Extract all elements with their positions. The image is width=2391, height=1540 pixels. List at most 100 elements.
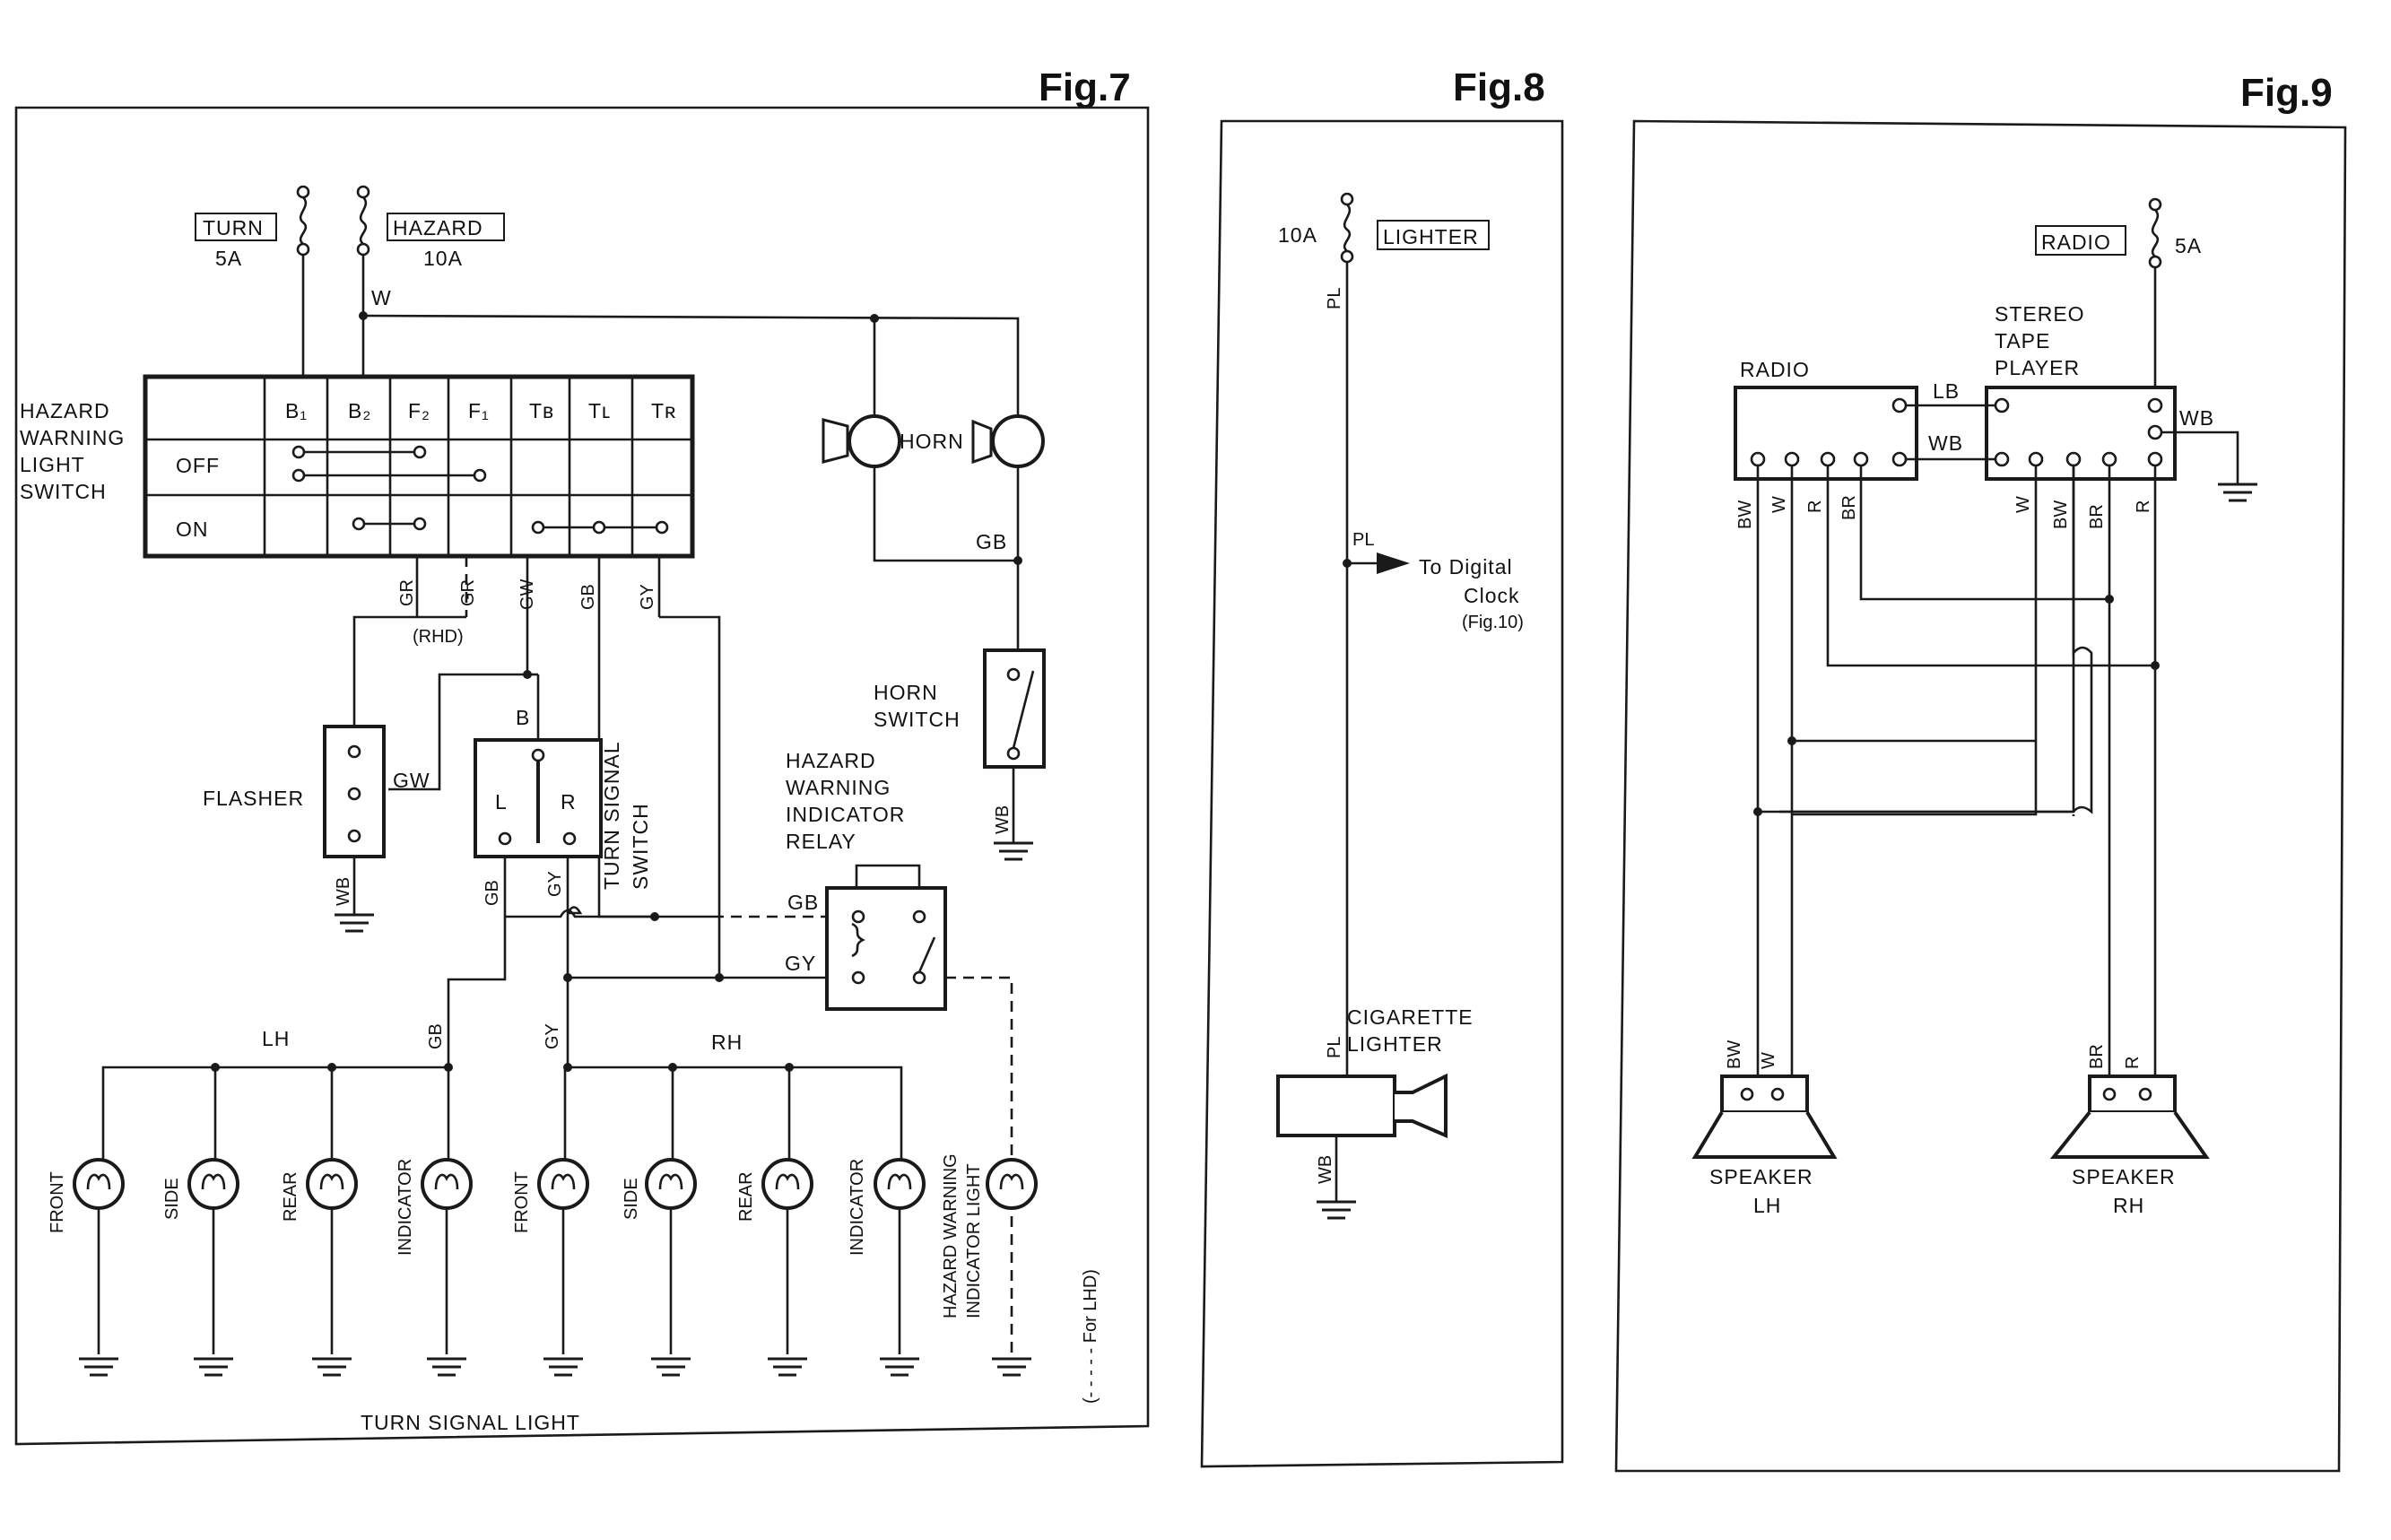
horn-switch [983, 648, 1046, 769]
figure-9: Fig.9 RADIO 5A STEREO TAPE PLAYER RADIO [1614, 71, 2347, 1473]
turn-signal-switch [474, 738, 603, 858]
hazard-switch-label-2: WARNING [20, 426, 125, 449]
turn-switch-r: R [561, 790, 577, 814]
hazard-fuse-label: HAZARD [393, 216, 483, 239]
lh-side-lamp-icon [187, 1158, 239, 1210]
hazard-indicator-light-label-2: INDICATOR LIGHT [964, 1163, 984, 1318]
speaker-lh-side: LH [1753, 1194, 1781, 1217]
row-on: ON [176, 518, 209, 541]
cigarette-lighter-label-2: LIGHTER [1347, 1032, 1443, 1056]
lighter-fuse-label: LIGHTER [1383, 225, 1479, 248]
lighter-ground-icon [1315, 1200, 1358, 1220]
relay-label-4: RELAY [786, 830, 856, 853]
turn-signal-light-label: TURN SIGNAL LIGHT [361, 1411, 580, 1434]
for-lhd-note: (- - - - - For LHD) [1081, 1269, 1100, 1404]
fig7-title: Fig.7 [1039, 65, 1131, 109]
speaker-rh-icon [2049, 1075, 2210, 1159]
hazard-fuse-amps: 10A [423, 247, 463, 270]
radio-fuse-label: RADIO [2041, 231, 2111, 254]
to-clock-label-2: Clock [1464, 584, 1520, 607]
col-f2: F₂ [408, 399, 430, 422]
col-b1: B₁ [285, 399, 308, 422]
fig7-frame [14, 106, 1150, 1446]
turn-switch-label-1: TURN SIGNAL [600, 741, 623, 890]
stereo-ground-icon [2216, 483, 2259, 502]
hazard-indicator-lamp-icon [986, 1158, 1038, 1210]
col-tl: Tʟ [588, 399, 611, 422]
turn-switch-gb: GB [483, 880, 502, 906]
lamp-label-lh-side: SIDE [162, 1178, 182, 1220]
speaker-lh-label: SPEAKER [1709, 1165, 1813, 1188]
ground-icon [542, 1357, 585, 1377]
cigarette-lighter-label-1: CIGARETTE [1347, 1005, 1474, 1029]
relay-label-2: WARNING [786, 776, 891, 799]
to-clock-label-1: To Digital [1419, 555, 1513, 579]
stereo-label-2: TAPE [1995, 329, 2050, 352]
ground-icon [878, 1357, 921, 1377]
hazard-switch-label-4: SWITCH [20, 480, 107, 503]
turn-fuse-amps: 5A [215, 247, 242, 270]
lighter-fuse-amps: 10A [1278, 223, 1317, 247]
horn-gb-label: GB [976, 530, 1007, 553]
lamp-label-rh-side: SIDE [622, 1178, 641, 1220]
col-b2: B₂ [348, 399, 371, 422]
hazard-warning-indicator-relay [825, 864, 947, 1011]
rh-gy-label: GY [543, 1023, 562, 1049]
relay-label-1: HAZARD [786, 749, 876, 772]
speaker-lh-wire-bw: BW [1725, 1040, 1744, 1069]
flasher-wb-label: WB [334, 877, 353, 906]
radio-wire-r: R [1805, 500, 1825, 513]
lighter-pl-mid: PL [1352, 530, 1374, 550]
turn-switch-l: L [495, 790, 508, 814]
col-tr: Tʀ [651, 399, 677, 422]
radio-fuse-icon [2148, 197, 2162, 269]
stereo-wb-label: WB [2179, 406, 2214, 430]
relay-label-3: INDICATOR [786, 803, 905, 826]
speaker-rh-wire-r: R [2123, 1057, 2143, 1069]
to-clock-label-3: (Fig.10) [1462, 613, 1524, 632]
ground-icon [766, 1357, 809, 1377]
rh-bus-label: RH [711, 1031, 743, 1054]
radio-lb-label: LB [1933, 379, 1960, 403]
turn-switch-gy: GY [545, 871, 565, 897]
lamp-label-lh-front: FRONT [48, 1171, 67, 1233]
lh-gb-label: GB [426, 1023, 446, 1049]
radio-unit-label: RADIO [1740, 358, 1810, 381]
radio-wire-w: W [1769, 496, 1789, 513]
figure-8: Fig.8 10A LIGHTER PL PL To Digital Clock… [1200, 65, 1564, 1468]
speaker-lh-icon [1691, 1075, 1838, 1159]
lamp-label-rh-front: FRONT [512, 1171, 532, 1233]
speaker-rh-wire-br: BR [2087, 1044, 2107, 1069]
wire-w-label: W [371, 286, 392, 309]
radio-unit [1734, 386, 1918, 481]
horn-switch-label-2: SWITCH [874, 708, 961, 731]
rh-indicator-lamp-icon [874, 1158, 926, 1210]
hazard-warning-light-switch: B₁ B₂ F₂ F₁ Tʙ Tʟ Tʀ OFF ON [143, 374, 695, 559]
lamp-label-lh-indicator: INDICATOR [396, 1159, 415, 1256]
col-tb: Tʙ [529, 399, 554, 422]
flasher-label: FLASHER [203, 787, 304, 810]
horn-label: HORN [900, 430, 964, 453]
stereo-wire-w: W [2013, 496, 2033, 513]
speaker-lh-wire-w: W [1759, 1052, 1778, 1069]
stereo-wire-br: BR [2087, 504, 2107, 529]
lamp-label-rh-rear: REAR [736, 1171, 756, 1222]
radio-wire-br: BR [1839, 495, 1859, 520]
horn-icon [822, 414, 1045, 468]
lighter-wb-label: WB [1316, 1155, 1335, 1184]
wire-gy-switch: GY [638, 584, 657, 610]
col-f1: F₁ [468, 399, 490, 422]
hazard-switch-label-3: LIGHT [20, 453, 85, 476]
radio-fuse-amps: 5A [2175, 234, 2202, 257]
ground-icon [192, 1357, 235, 1377]
ground-icon [77, 1357, 120, 1377]
turn-switch-label-2: SWITCH [629, 803, 652, 890]
wire-gr: GR [397, 579, 417, 606]
ground-icon [425, 1357, 468, 1377]
rh-rear-lamp-icon [761, 1158, 813, 1210]
lighter-pl-top: PL [1325, 288, 1344, 309]
hazard-indicator-light-label-1: HAZARD WARNING [941, 1153, 961, 1318]
hazard-fuse-icon [356, 185, 370, 257]
relay-gy-label: GY [785, 952, 816, 975]
row-off: OFF [176, 454, 220, 477]
